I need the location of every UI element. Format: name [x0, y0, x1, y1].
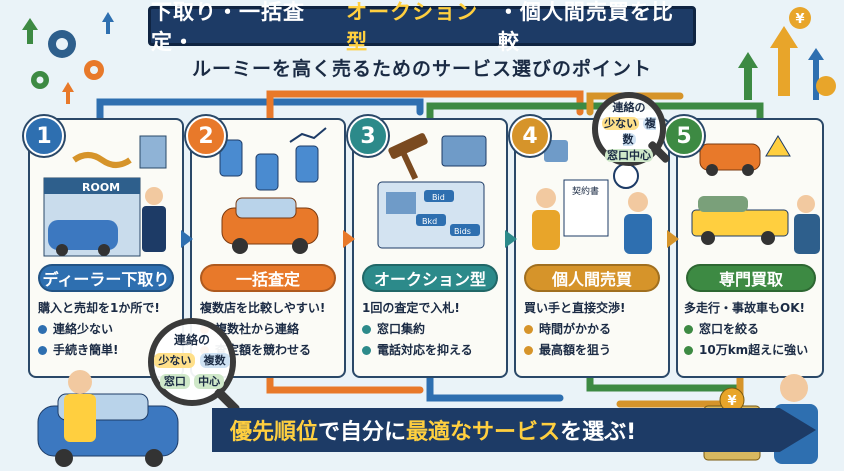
- dealer-illustration: ROOM: [43, 135, 167, 257]
- card-bullet: 窓口を絞る: [699, 322, 760, 336]
- card-bullet: 最高額を狙う: [539, 343, 612, 357]
- contract-label: 契約書: [572, 185, 599, 197]
- gears-decoration: [22, 12, 114, 104]
- card-desc: 複数店を比較しやすい!: [200, 301, 326, 315]
- conclusion-banner: 優先順位で自分に最適なサービスを選ぶ!: [212, 408, 816, 452]
- step-number: 1: [24, 116, 64, 156]
- arrow-right-icon: [667, 230, 679, 248]
- magnifier-top: 連絡の 少ない 複数 窓口中心: [592, 92, 672, 166]
- card-bullet: 電話対応を抑える: [377, 343, 473, 357]
- card-label: 一括査定: [200, 264, 336, 292]
- card-specialist-buyer[interactable]: 専門買取 多走行・事故車もOK! 窓口を絞る 10万km超えに強い: [676, 118, 824, 378]
- magnifier-heading: 連絡の: [612, 101, 646, 114]
- auction-illustration: Bid Bkd Bids: [377, 133, 487, 249]
- card-label: ディーラー下取り: [38, 264, 174, 292]
- growth-arrows-decoration: ¥: [738, 7, 836, 100]
- card-auction[interactable]: Bid Bkd Bids オークション型 1回の査定で入札! 窓口集約 電話対応…: [352, 118, 508, 378]
- title-part-1: 下取り・一括査定・: [151, 0, 305, 54]
- card-desc: 1回の査定で入札!: [362, 301, 460, 315]
- card-desc: 買い手と直接交渉!: [524, 301, 626, 315]
- showroom-sign: ROOM: [82, 181, 120, 194]
- handshake-contract-illustration: 契約書: [532, 140, 652, 254]
- card-bullet: 査定額を競わせる: [215, 343, 312, 357]
- banner-part: で自分に: [318, 420, 407, 445]
- magnifier-chip: 中心: [194, 374, 225, 389]
- phones-car-illustration: [219, 127, 327, 254]
- card-bullet: 連絡少ない: [53, 322, 114, 336]
- magnifier-chip: 少ない: [602, 117, 640, 130]
- bid-tag: Bids: [454, 227, 471, 236]
- card-bullet: 10万km超えに強い: [699, 343, 809, 357]
- card-bullet: 手続き簡単!: [53, 343, 119, 357]
- owner-with-car-illustration: [37, 370, 179, 467]
- card-bullet: 時間がかかる: [539, 322, 612, 336]
- step-number: 4: [510, 116, 550, 156]
- bid-tag: Bkd: [422, 217, 437, 226]
- arrow-right-icon: [343, 230, 355, 248]
- banner-part: サービス: [472, 420, 561, 445]
- magnifier-heading: 連絡の: [173, 333, 210, 347]
- card-label: 個人間売買: [524, 264, 660, 292]
- title-part-3: ・個人間売買を比較: [497, 0, 674, 54]
- yen-coin-icon: ¥: [795, 12, 804, 27]
- card-label: オークション型: [362, 264, 498, 292]
- card-bullet: 複数社から連絡: [215, 322, 300, 336]
- magnifier-chip: 少ない: [154, 353, 196, 368]
- card-dealer-tradein[interactable]: ROOM ディーラー下取り 購入と売却を1か所で! 連絡少ない 手続き簡単!: [28, 118, 184, 378]
- flow-connectors-top: [96, 90, 764, 124]
- arrow-right-icon: [181, 230, 193, 248]
- magnifier-chip: 窓口中心: [605, 149, 653, 162]
- card-bullet: 窓口集約: [377, 322, 426, 336]
- subtitle: ルーミーを高く売るためのサービス選びのポイント: [191, 58, 652, 80]
- page-title: 下取り・一括査定・オークション型・個人間売買を比較: [148, 0, 696, 54]
- card-label: 専門買取: [686, 264, 816, 292]
- card-private-sale[interactable]: 契約書 個人間売買 買い手と直接交渉! 時間がかかる 最高額を狙う: [514, 118, 670, 378]
- yen-coin-icon: ¥: [727, 394, 736, 409]
- magnifier-chip: 複数: [199, 353, 230, 368]
- magnifier-bottom: 連絡の 少ない 複数 窓口 中心: [140, 318, 241, 415]
- card-desc: 多走行・事故車もOK!: [684, 301, 805, 315]
- step-number: 3: [348, 116, 388, 156]
- arrow-right-icon: [505, 230, 517, 248]
- banner-part: を選ぶ!: [560, 420, 637, 445]
- banner-part: 優先順位: [230, 420, 319, 445]
- card-desc: 購入と売却を1か所で!: [38, 301, 160, 315]
- step-number: 5: [664, 116, 704, 156]
- bid-tag: Bid: [432, 193, 445, 202]
- title-part-2: オークション型: [346, 0, 479, 54]
- magnifier-chip: 窓口: [159, 374, 190, 389]
- step-number: 2: [186, 116, 226, 156]
- tow-truck-illustration: [691, 135, 820, 254]
- banner-part: 最適な: [406, 420, 473, 445]
